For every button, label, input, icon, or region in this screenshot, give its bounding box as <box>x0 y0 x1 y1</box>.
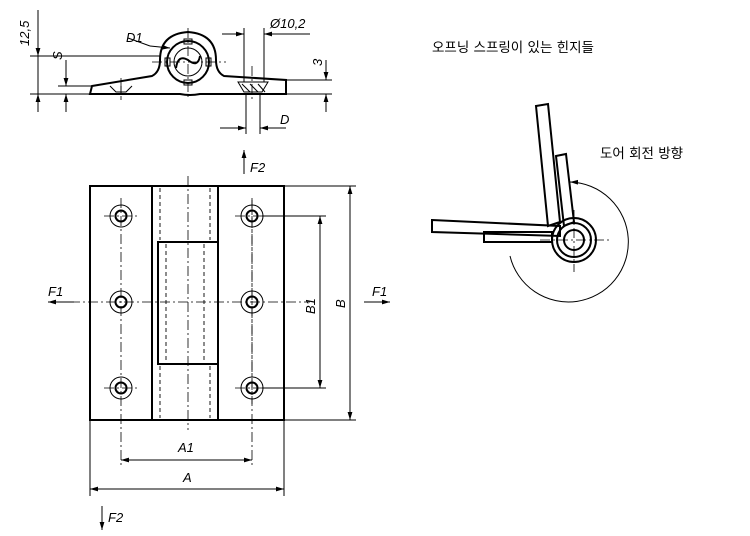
force-f2-top-label: F2 <box>250 160 266 175</box>
force-f2-bottom-label: F2 <box>108 510 124 525</box>
rotation-label: 도어 회전 방향 <box>600 146 683 162</box>
title-label: 오프닝 스프링이 있는 힌지들 <box>432 40 594 56</box>
dim-s-label: S <box>50 51 65 60</box>
front-view-knuckle <box>151 185 219 421</box>
rotation-arc <box>509 179 629 303</box>
dim-d10-2-label: Ø10,2 <box>269 16 306 31</box>
dim-3-label: 3 <box>310 58 325 66</box>
dim-d1-label: D1 <box>126 30 143 45</box>
front-view: F1 F1 F2 F2 A1 A B1 B <box>48 150 390 530</box>
force-f1-right-label: F1 <box>372 284 387 299</box>
dim-d-label: D <box>280 112 289 127</box>
horizontal-leaf <box>431 218 561 238</box>
front-view-right-leaf <box>217 185 285 421</box>
force-f1-left-label: F1 <box>48 284 63 299</box>
dim-a-label: A <box>182 470 192 485</box>
dim-b1-label: B1 <box>303 298 318 314</box>
dim-b-label: B <box>333 299 348 308</box>
side-view-countersink-right <box>237 81 269 93</box>
dim-a1-label: A1 <box>177 440 194 455</box>
side-view: 12,5 S D1 Ø10,2 3 D <box>17 10 332 134</box>
dim-12-5-label: 12,5 <box>17 20 32 46</box>
rotation-diagram: 오프닝 스프링이 있는 힌지들 도어 회전 방향 <box>431 40 683 303</box>
